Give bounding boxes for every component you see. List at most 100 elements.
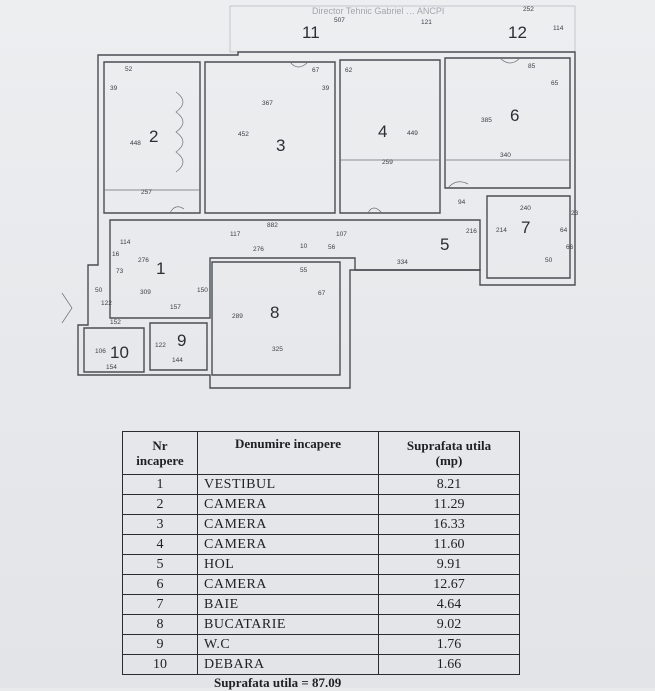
room-3-walls <box>204 61 336 214</box>
row-name: CAMERA <box>197 514 379 535</box>
room-7-walls <box>486 195 571 279</box>
row-area: 4.64 <box>378 594 520 615</box>
row-nr: 2 <box>122 494 198 515</box>
room-label-4: 4 <box>378 122 387 141</box>
dimension-label: 66 <box>566 244 574 251</box>
dimension-label: 39 <box>110 85 118 92</box>
row-nr: 6 <box>122 574 198 595</box>
dimension-label: 152 <box>110 319 121 326</box>
dimension-label: 64 <box>560 227 568 234</box>
room-9-walls <box>149 322 208 371</box>
dimension-label: 122 <box>155 342 166 349</box>
row-name: VESTIBUL <box>197 474 379 495</box>
row-nr: 3 <box>122 514 198 535</box>
room-2-walls <box>103 61 201 214</box>
dimension-label: 55 <box>300 267 308 274</box>
row-name: CAMERA <box>197 494 379 515</box>
dimension-label: 39 <box>322 85 330 92</box>
room-label-9: 9 <box>177 331 186 350</box>
dimension-label: 325 <box>272 346 283 353</box>
dimension-label: 340 <box>500 152 511 159</box>
dimension-label: 114 <box>553 25 564 32</box>
dimension-label: 67 <box>318 290 326 297</box>
room-label-5: 5 <box>440 235 449 254</box>
dimension-label: 16 <box>112 251 120 258</box>
dimension-label: 216 <box>466 228 477 235</box>
dimension-label: 240 <box>520 205 531 212</box>
room-label-7: 7 <box>521 218 530 237</box>
dimension-label: 65 <box>551 80 559 87</box>
dimension-label: 252 <box>523 6 534 13</box>
row-name: BAIE <box>197 594 379 615</box>
row-area: 11.29 <box>378 494 520 515</box>
dimension-label: 334 <box>397 259 408 266</box>
room-label-10: 10 <box>110 343 129 362</box>
row-name: CAMERA <box>197 534 379 555</box>
room-area-table: Nr incapere Denumire incapere Suprafata … <box>122 431 520 675</box>
dimension-label: 50 <box>545 257 553 264</box>
dimension-label: 106 <box>95 348 106 355</box>
row-area: 9.02 <box>378 614 520 635</box>
header-name: Denumire incapere <box>197 431 379 475</box>
room-label-11: 11 <box>302 23 320 42</box>
room-10-walls <box>83 327 145 373</box>
dimension-label: 449 <box>407 130 418 137</box>
dimension-label: 276 <box>138 257 149 264</box>
row-area: 1.76 <box>378 634 520 655</box>
dimension-label: 309 <box>140 289 151 296</box>
row-area: 11.60 <box>378 534 520 555</box>
dimension-label: 62 <box>345 67 353 74</box>
dimension-label: 276 <box>253 246 264 253</box>
folding-door <box>175 91 184 173</box>
dimension-label: 73 <box>116 268 124 275</box>
dimension-label: 507 <box>334 17 345 24</box>
room-label-8: 8 <box>270 303 279 322</box>
row-name: CAMERA <box>197 574 379 595</box>
dimension-label: 150 <box>197 287 208 294</box>
room-label-2: 2 <box>149 127 158 146</box>
room-4-walls <box>339 59 441 214</box>
dimension-label: 56 <box>328 244 336 251</box>
room-6-walls <box>444 57 571 189</box>
total-area-label: Suprafata utila = 87.09 <box>214 675 342 690</box>
row-nr: 5 <box>122 554 198 575</box>
dimension-label: 52 <box>125 66 133 73</box>
dimension-label: 289 <box>232 313 243 320</box>
room-label-12: 12 <box>508 23 527 42</box>
dimension-label: 882 <box>267 222 278 229</box>
hall-walls <box>109 219 481 319</box>
dimension-label: 144 <box>172 357 183 364</box>
dimension-label: 114 <box>120 239 131 246</box>
outer-walls <box>77 51 576 389</box>
row-area: 1.66 <box>378 654 520 675</box>
dimension-label: 452 <box>238 131 249 138</box>
dimension-label: 257 <box>141 189 152 196</box>
row-nr: 7 <box>122 594 198 615</box>
table-header-row: Nr incapere Denumire incapere Suprafata … <box>122 431 520 475</box>
door-swings <box>169 57 521 214</box>
header-nr: Nr incapere <box>122 431 198 475</box>
dimension-label: 67 <box>312 67 320 74</box>
dimension-label: 10 <box>300 243 308 250</box>
dimension-label: 94 <box>458 199 466 206</box>
row-nr: 1 <box>122 474 198 495</box>
row-nr: 8 <box>122 614 198 635</box>
dimension-label: 367 <box>262 100 273 107</box>
dimension-label: 385 <box>481 117 492 124</box>
header-stamp-text: Director Tehnic Gabriel … ANCPI <box>312 6 444 16</box>
entrance-arrow <box>61 292 73 324</box>
row-area: 16.33 <box>378 514 520 535</box>
row-area: 12.67 <box>378 574 520 595</box>
row-nr: 10 <box>122 654 198 675</box>
dimension-label: 121 <box>421 19 432 26</box>
floor-plan: Director Tehnic Gabriel … ANCPI 1 2 3 4 … <box>61 5 579 389</box>
row-nr: 9 <box>122 634 198 655</box>
dimension-label: 23 <box>571 210 579 217</box>
